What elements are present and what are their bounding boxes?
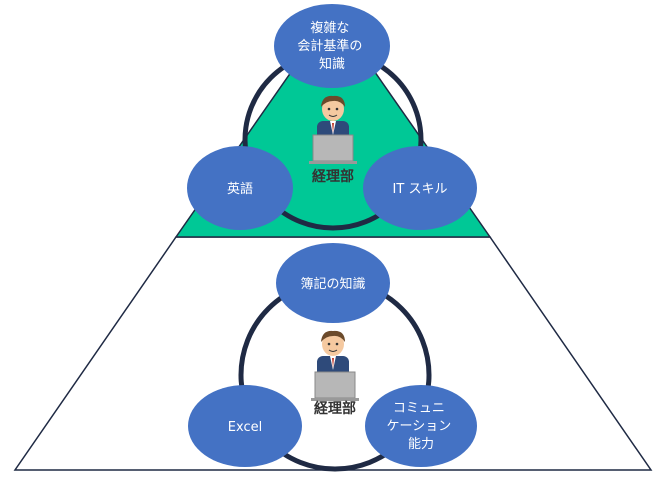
bubble-line: 能力 (408, 437, 434, 452)
bubble-line: 会計基準の (297, 38, 362, 54)
bubble-line: 簿記の知識 (300, 276, 365, 292)
svg-text:複雑な 会計基準の 知識: 複雑な 会計基準の 知識 (297, 20, 366, 72)
bubble-line: ケーション (387, 419, 452, 434)
skill-bubble-bookkeeping: 簿記の知識 (276, 243, 390, 323)
laptop-icon (309, 134, 357, 164)
svg-text:コミュニ ケーション 能力: コミュニ ケーション 能力 (387, 401, 456, 452)
skill-bubble-excel: Excel (188, 385, 302, 467)
bubble-line: Excel (228, 420, 262, 435)
skill-bubble-communication: コミュニ ケーション 能力 (365, 385, 477, 467)
laptop-icon (311, 371, 359, 401)
skill-bubble-it-skill: IT スキル (363, 146, 477, 230)
bubble-line: 知識 (319, 56, 345, 72)
skill-bubble-english: 英語 (187, 146, 293, 230)
bubble-line: コミュニ (393, 401, 445, 416)
bubble-line: 複雑な (310, 20, 349, 36)
bottom-department-label: 経理部 (314, 400, 356, 417)
top-department-label: 経理部 (312, 168, 354, 185)
bubble-line: IT スキル (393, 182, 448, 197)
bubble-line: 英語 (227, 181, 253, 197)
skill-bubble-complex-accounting: 複雑な 会計基準の 知識 (274, 4, 390, 88)
